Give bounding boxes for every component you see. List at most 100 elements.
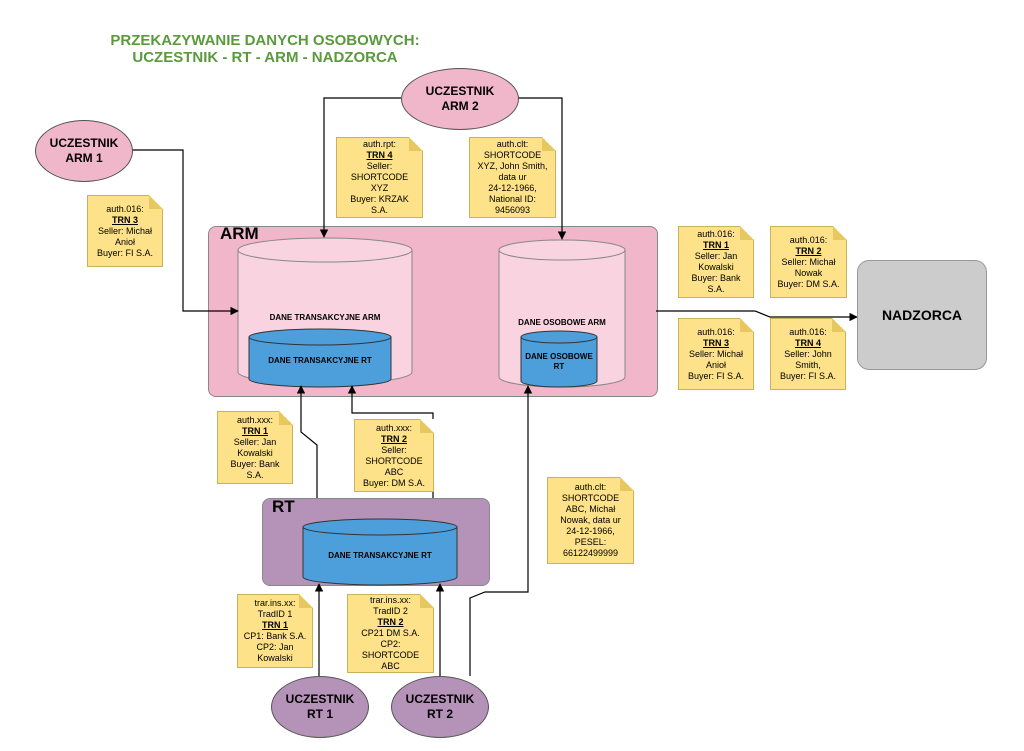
note-line: Nowak (794, 267, 823, 278)
note-line: Seller: Michał (781, 256, 836, 267)
arrow-arm1-to-arm (132, 149, 239, 316)
note-line: ABC (384, 466, 404, 477)
note-line: auth.016: (789, 326, 827, 337)
note-line: auth.xxx: (236, 414, 274, 425)
note-line: Kowalski (698, 262, 734, 272)
note-line: 24-12-1966, (488, 183, 537, 193)
db-arm-transactions-label: DANE TRANSAKCYJNE ARM (269, 313, 381, 322)
note-line: Kowalski (257, 653, 293, 663)
note-line: Buyer: Bank (691, 273, 741, 283)
note-line: XYZ (370, 183, 389, 193)
note-line: Seller: (366, 161, 393, 171)
note-line: TradID 1 (257, 609, 293, 619)
note-line: trar.ins.xx: (254, 598, 296, 608)
note-line: S.A. (246, 469, 264, 480)
arrow-rt2-to-arm-personal (469, 385, 533, 676)
arrow-arm2-to-arm-trans (319, 97, 401, 238)
note-line: Kowalski (237, 447, 273, 458)
note-line: Seller: Michał (97, 225, 153, 236)
db-rt-transactions-label: DANE TRANSAKCYJNE RT (328, 551, 432, 560)
diagram-title-line2: UCZESTNIK - RT - ARM - NADZORCA (132, 49, 398, 66)
note-line: 24-12-1966, (566, 526, 615, 536)
note-line: XYZ, John Smith, (477, 161, 548, 171)
note-line: Buyer: KRZAK (350, 194, 409, 204)
note-line: SHORTCODE (361, 650, 420, 660)
db-arm-rt-transactions-label: DANE TRANSAKCYJNE RT (268, 356, 372, 365)
note-line: Smith, (795, 359, 821, 370)
note-line: trar.ins.xx: (369, 595, 411, 605)
note-line: auth.016: (697, 326, 735, 337)
note-line: Anioł (114, 236, 135, 247)
db-rt-transactions (302, 518, 458, 586)
note-line: TRN 4 (794, 337, 821, 348)
note-line: S.A. (707, 284, 725, 294)
db-arm-personal-rt (520, 330, 598, 388)
db-arm-personal-label: DANE OSOBOWE ARM (518, 318, 606, 327)
note-line: TRN 2 (380, 433, 407, 444)
note-line: TRN 2 (795, 245, 822, 256)
note-line: National ID: (488, 194, 537, 204)
note-line: Seller: (381, 444, 407, 455)
note-line: auth.016: (697, 229, 735, 239)
note-line: SHORTCODE (365, 455, 423, 466)
note-line: ABC, Michał (565, 504, 616, 514)
note-line: TRN 3 (111, 214, 138, 225)
rt-container-label: RT (272, 497, 295, 516)
note-line: SHORTCODE (561, 493, 620, 503)
db-arm-personal-rt-label: DANE OSOBOWE RT (525, 352, 593, 371)
note-line: S.A. (370, 205, 388, 215)
note-line: Buyer: FI S.A. (687, 370, 745, 381)
note-line: CP21 DM S.A. (361, 628, 420, 638)
note-line: Buyer: DM S.A. (362, 477, 425, 488)
note-line: Buyer: FI S.A. (779, 370, 837, 381)
note-line: Seller: Jan (233, 436, 277, 447)
note-line: PESEL: (574, 537, 607, 547)
note-line: TRN 1 (702, 240, 729, 250)
note-line: data ur (498, 172, 527, 182)
note-line: auth.clt: (496, 139, 529, 149)
note-line: Anioł (705, 359, 726, 370)
note-line: auth.xxx: (375, 422, 413, 433)
note-line: TRN 2 (377, 617, 404, 627)
db-arm-rt-transactions (248, 328, 392, 388)
note-line: 9456093 (494, 205, 531, 215)
note-line: auth.rpt: (362, 139, 397, 149)
note-line: Seller: Michał (688, 348, 744, 359)
note-line: CP2: Jan (256, 642, 294, 652)
note-line: TRN 1 (261, 620, 288, 630)
note-line: ABC (381, 661, 400, 671)
note-line: Buyer: DM S.A. (777, 278, 840, 289)
note-line: TRN 3 (702, 337, 729, 348)
note-line: auth.016: (789, 234, 828, 245)
note-line: SHORTCODE (350, 172, 409, 182)
arm-container-label: ARM (220, 224, 259, 243)
note-line: TRN 1 (241, 425, 268, 436)
note-line: CP1: Bank S.A. (243, 631, 307, 641)
note-line: Seller: John (784, 348, 832, 359)
arrow-arm-to-nadzorca (656, 310, 858, 322)
note-line: Nowak, data ur (560, 515, 621, 525)
arrow-rt-to-arm-left (296, 385, 318, 498)
diagram-title-line1: PRZEKAZYWANIE DANYCH OSOBOWYCH: (110, 32, 420, 49)
note-line: TradID 2 (373, 606, 408, 616)
note-line: Buyer: Bank (230, 458, 280, 469)
note-line: auth.016: (106, 203, 144, 214)
note-line: 66122499999 (562, 548, 619, 558)
